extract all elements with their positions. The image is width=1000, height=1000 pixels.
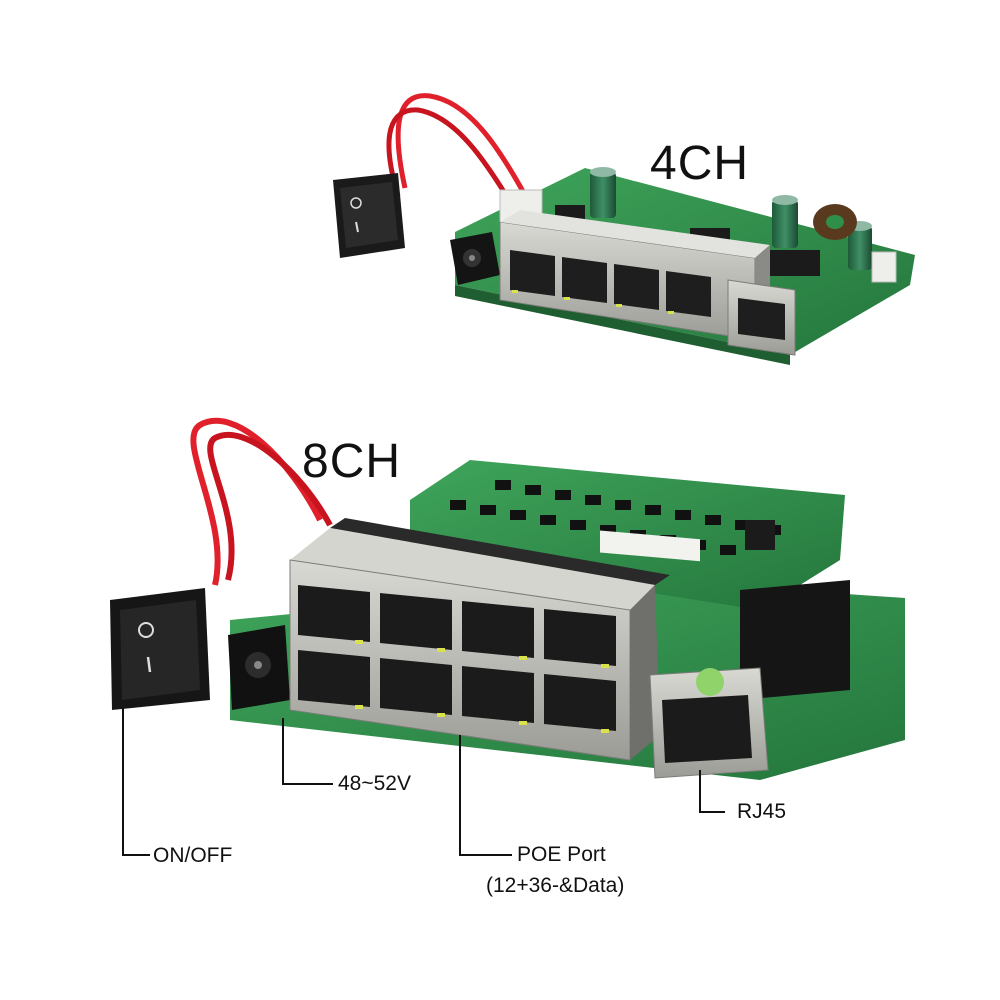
rj45-block-8ch (289, 518, 670, 761)
switch-label: ON/OFF (153, 844, 233, 867)
model-label-8ch: 8CH (302, 435, 402, 488)
callout-lines (122, 708, 725, 856)
wire-red-4ch (395, 93, 528, 197)
rj45-uplink-4ch (727, 279, 796, 356)
board-4ch (333, 93, 915, 365)
rj45-uplink-8ch (649, 667, 769, 779)
wire-red-4ch-2 (386, 107, 515, 207)
dc-jack-4ch (450, 232, 500, 285)
board-8ch (110, 417, 905, 856)
model-label-4ch: 4CH (650, 137, 750, 190)
poe-port-label: POE Port (517, 843, 606, 866)
rocker-switch-4ch (333, 173, 405, 258)
rocker-switch-8ch (110, 588, 210, 710)
poe-port-detail: (12+36-&Data) (486, 874, 625, 897)
voltage-label: 48~52V (338, 772, 411, 795)
wire-red-8ch-2 (207, 431, 333, 581)
dc-jack-8ch (228, 625, 290, 710)
rj45-label: RJ45 (737, 800, 787, 823)
